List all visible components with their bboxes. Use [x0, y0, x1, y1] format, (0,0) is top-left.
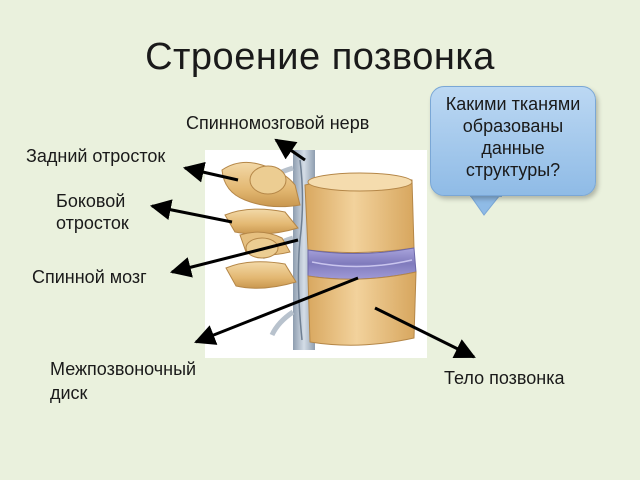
- arrow-transverse-process: [149, 199, 233, 224]
- label-vertebral-body: Тело позвонка: [444, 368, 565, 388]
- label-disc-line1: Межпозвоночный: [50, 359, 197, 379]
- label-disc-line2: диск: [50, 383, 88, 403]
- vertebral-body-lower: [307, 271, 417, 346]
- arrow-disc: [194, 276, 359, 345]
- label-transverse-process-line1: Боковой: [56, 191, 126, 211]
- callout-line2: образованы: [462, 116, 564, 136]
- callout-line4: структуры?: [465, 160, 561, 180]
- slide-title: Строение позвонка: [145, 36, 495, 78]
- label-spinous-process: Задний отросток: [26, 146, 166, 166]
- callout-line3: данные: [481, 138, 545, 158]
- label-spinal-nerve: Спинномозговой нерв: [186, 113, 370, 133]
- callout-tail: [470, 195, 502, 216]
- question-callout: Какими тканями образованы данные структу…: [430, 86, 596, 196]
- nerve-root-lower: [269, 309, 295, 337]
- arrow-spinous-process: [182, 161, 239, 183]
- callout-line1: Какими тканями: [445, 94, 581, 114]
- transverse-process-lower: [225, 261, 297, 289]
- arrow-spinal-cord: [169, 238, 299, 278]
- arrow-spinal-nerve: [274, 138, 306, 162]
- arrow-vertebral-body: [374, 306, 476, 359]
- label-spinal-cord: Спинной мозг: [32, 267, 147, 287]
- label-transverse-process-line2: отросток: [56, 213, 129, 233]
